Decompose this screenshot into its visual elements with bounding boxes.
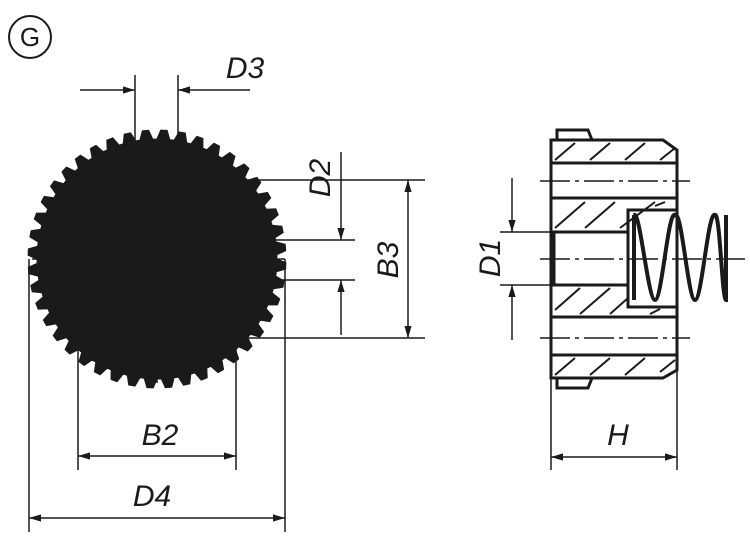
dim-label-d4: D4	[133, 480, 171, 513]
dim-label-d3: D3	[226, 52, 265, 85]
hatching	[554, 142, 676, 376]
front-view	[27, 129, 292, 389]
dim-label-b2: B2	[142, 419, 179, 452]
view-badge-label: G	[20, 22, 40, 52]
center-lines	[32, 148, 292, 385]
side-center-lines	[540, 180, 745, 339]
dimensions-front	[28, 75, 425, 532]
dim-label-b3: B3	[372, 241, 405, 278]
dim-label-h: H	[607, 419, 629, 452]
view-badge: G	[8, 15, 52, 59]
side-view	[540, 128, 745, 390]
dim-label-d2: D2	[304, 159, 337, 198]
dimensions-side	[500, 178, 678, 470]
dim-label-d1: D1	[474, 239, 507, 277]
